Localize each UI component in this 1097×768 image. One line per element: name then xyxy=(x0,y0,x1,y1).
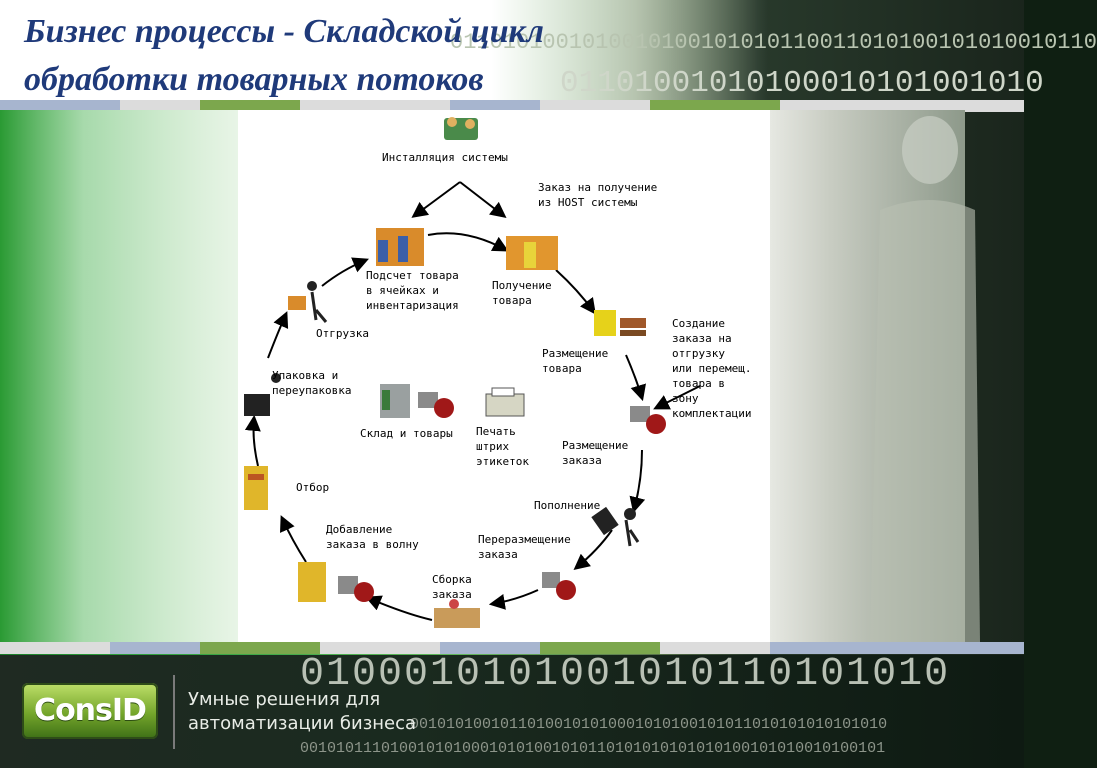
arrow-count-to-receive xyxy=(427,232,509,252)
slogan: Умные решения для автоматизации бизнеса xyxy=(188,688,416,736)
label-relocate: Переразмещение заказа xyxy=(478,533,571,561)
label-putaway-goods: Размещение товара xyxy=(542,347,609,375)
label-printer-icon xyxy=(485,387,525,417)
picking-shelf-icon xyxy=(244,466,268,510)
label-replenish: Пополнение xyxy=(534,499,601,512)
slide-title-line1: Бизнес процессы - Складской цикл xyxy=(24,13,544,50)
slogan-line2: автоматизации бизнеса xyxy=(188,713,417,734)
binary-text-top: 0110101001010010100101010110011010100101… xyxy=(450,30,1097,55)
arrow-to-replenish xyxy=(629,449,646,514)
label-print-labels: Печать штрих этикеток xyxy=(476,425,529,468)
binary-text-bottom-large: 0100010101001010110101010 xyxy=(300,652,951,697)
label-warehouse: Склад и товары xyxy=(360,427,453,440)
warehouse-icon xyxy=(380,384,454,418)
arrow-install-to-receive xyxy=(459,181,507,218)
label-picking: Отбор xyxy=(296,481,330,494)
install-icon xyxy=(444,117,478,140)
arrow-receive-to-putaway xyxy=(555,269,596,315)
label-count: Подсчет товара в ячейках и инвентаризаци… xyxy=(366,269,459,312)
arrow-install-to-count xyxy=(411,181,461,218)
left-panel xyxy=(0,110,238,642)
label-order-receive: Заказ на получение из HOST системы xyxy=(538,181,658,209)
create-order-computer-icon xyxy=(630,406,666,434)
slide-title: Бизнес процессы - Складской цикл обработ… xyxy=(24,8,544,104)
arrow-assembly-to-wave xyxy=(365,595,433,621)
label-packing: Упаковка и переупаковка xyxy=(272,369,352,397)
arrow-putaway-to-create xyxy=(625,354,646,402)
diagram-arrows xyxy=(244,117,701,628)
relocate-computer-icon xyxy=(542,572,576,600)
label-create-order: Создание заказа на отгрузку или перемещ.… xyxy=(672,317,752,420)
separator-strip-top xyxy=(0,100,1024,112)
footer-divider xyxy=(173,675,175,749)
person-silhouette xyxy=(870,116,980,642)
arrow-shipping-to-count xyxy=(321,257,369,287)
arrow-picking-to-packing xyxy=(244,414,261,467)
arrow-create-order-note xyxy=(653,385,701,410)
assembly-icon xyxy=(434,599,480,628)
slogan-line1: Умные решения для xyxy=(188,689,381,710)
putaway-forklift-icon xyxy=(594,310,646,336)
title-band xyxy=(0,0,1024,100)
wave-rack-computer-icon xyxy=(298,562,374,602)
label-shipping: Отгрузка xyxy=(316,327,369,340)
arrow-packing-to-shipping xyxy=(267,311,289,359)
replenish-mover-icon xyxy=(591,506,640,547)
count-workers-icon xyxy=(376,228,424,266)
binary-text-bottom-2: 0010101001011010010101000101010010101101… xyxy=(410,716,888,733)
separator-strip-bottom xyxy=(0,642,1024,654)
arrow-relocate-to-assembly xyxy=(488,589,539,610)
background-footer xyxy=(0,655,1024,768)
label-assembly: Сборка заказа xyxy=(432,573,472,601)
label-wave: Добавление заказа в волну xyxy=(326,523,419,551)
process-diagram: Инсталляция системы Заказ на получение и… xyxy=(238,110,770,642)
binary-text-top-large: 01101001010100010101001010 xyxy=(560,66,1044,101)
label-putaway-order: Размещение заказа xyxy=(562,439,629,467)
logo-text: ConsID xyxy=(34,693,147,728)
shipping-worker-icon xyxy=(288,281,328,323)
binary-text-bottom-3: 0010101110100101010001010100101011010101… xyxy=(300,740,886,757)
receive-boxes-icon xyxy=(506,236,558,270)
packing-icon xyxy=(244,373,281,416)
arrow-wave-to-picking xyxy=(280,515,307,563)
label-install: Инсталляция системы xyxy=(382,151,508,164)
arrow-replenish-to-relocate xyxy=(573,529,613,571)
consid-logo: ConsID xyxy=(22,683,158,739)
label-receive: Получение товара xyxy=(492,279,552,307)
slide-title-line2: обработки товарных потоков xyxy=(24,61,484,98)
